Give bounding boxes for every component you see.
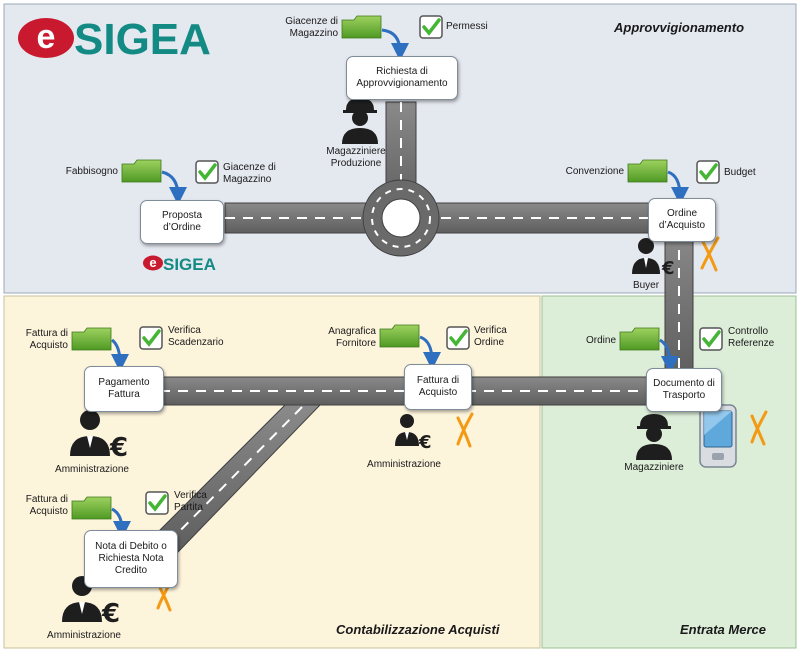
- role-label-magazziniere-produzione: Magazziniere Produzione: [326, 146, 386, 169]
- folder-icon-fattura-2: [71, 496, 112, 520]
- businessman-icons: € € € €: [62, 238, 675, 629]
- handheld-device-icon: [699, 404, 737, 468]
- svg-text:€: €: [418, 432, 432, 453]
- svg-text:SIGEA: SIGEA: [74, 15, 211, 62]
- zone-title-contabilizzazione: Contabilizzazione Acquisti: [336, 622, 500, 637]
- cross-icon-documento: [750, 410, 768, 446]
- zone-title-approvvigionamento: Approvvigionamento: [614, 20, 745, 35]
- node-fattura-acquisto[interactable]: Fattura di Acquisto: [404, 364, 472, 410]
- check-label-partita: Verifica Partita: [174, 490, 207, 513]
- node-documento-trasporto[interactable]: Documento di Trasporto: [646, 368, 722, 412]
- check-icon-verifica-ordine: [446, 326, 470, 350]
- node-nota-debito[interactable]: Nota di Debito o Richiesta Nota Credito: [84, 530, 178, 588]
- check-icon-permessi: [419, 15, 443, 39]
- folder-icon-giacenze: [341, 15, 382, 39]
- businessman-euro-icon-buyer: €: [632, 238, 675, 279]
- cross-icon-ordine: [700, 236, 720, 272]
- input-label-fabbisogno: Fabbisogno: [65, 166, 118, 177]
- businessman-euro-icon-amministrazione-3: €: [62, 576, 120, 629]
- esigea-logo-small: e SIGEA: [143, 255, 216, 272]
- flow-arrows: [110, 28, 689, 539]
- check-label-referenze: Controllo Referenze: [728, 326, 775, 349]
- check-icon-partita: [145, 491, 169, 515]
- folder-icon-fabbisogno: [121, 159, 162, 183]
- input-label-convenzione: Convenzione: [565, 166, 624, 177]
- folder-icon-ordine: [619, 327, 660, 351]
- svg-text:€: €: [109, 433, 128, 463]
- businessman-euro-icon-amministrazione-1: €: [70, 410, 128, 463]
- folder-icons: [71, 15, 668, 520]
- worker-icons: [342, 98, 672, 460]
- check-label-permessi: Permessi: [446, 21, 488, 32]
- input-label-fattura-2: Fattura di Acquisto: [25, 494, 68, 517]
- esigea-logo: e SIGEA: [18, 15, 211, 62]
- svg-text:€: €: [101, 599, 120, 629]
- check-label-verifica-ordine: Verifica Ordine: [474, 325, 507, 348]
- check-icon-scadenzario: [139, 326, 163, 350]
- role-label-amministrazione-2: Amministrazione: [367, 459, 441, 470]
- svg-text:e: e: [149, 255, 156, 270]
- check-icon-budget: [696, 160, 720, 184]
- node-pagamento-fattura[interactable]: Pagamento Fattura: [84, 366, 164, 412]
- svg-text:€: €: [661, 258, 675, 279]
- role-label-magazziniere: Magazziniere: [624, 462, 684, 473]
- node-proposta-ordine[interactable]: Proposta d’Ordine: [140, 200, 224, 244]
- folder-icon-fattura-1: [71, 327, 112, 351]
- zone-contabilizzazione-bg: [3, 295, 541, 649]
- role-label-buyer: Buyer: [632, 280, 660, 291]
- check-label-scadenzario: Verifica Scadenzario: [168, 325, 224, 348]
- road-network: [149, 101, 694, 553]
- check-icons: [139, 15, 723, 515]
- businessman-euro-icon-amministrazione-2: €: [395, 414, 432, 453]
- check-label-budget: Budget: [724, 167, 756, 178]
- svg-text:SIGEA: SIGEA: [163, 255, 216, 272]
- role-label-amministrazione-1: Amministrazione: [55, 464, 129, 475]
- svg-text:e: e: [37, 18, 56, 56]
- node-ordine-acquisto[interactable]: Ordine d’Acquisto: [648, 198, 716, 242]
- check-label-giacenze: Giacenze di Magazzino: [223, 162, 276, 185]
- input-label-fattura-1: Fattura di Acquisto: [25, 328, 68, 351]
- input-label-ordine: Ordine: [585, 335, 616, 346]
- folder-icon-anagrafica: [379, 324, 420, 348]
- check-icon-referenze: [699, 327, 723, 351]
- cross-icon-fattura: [456, 412, 474, 448]
- hardhat-worker-icon-produzione: [342, 98, 378, 144]
- input-label-giacenze: Giacenze di Magazzino: [285, 16, 338, 39]
- zone-title-entrata-merce: Entrata Merce: [680, 622, 766, 637]
- role-label-amministrazione-3: Amministrazione: [47, 630, 121, 641]
- node-richiesta-approvvigionamento[interactable]: Richiesta di Approvvigionamento: [346, 56, 458, 100]
- folder-icon-convenzione: [627, 159, 668, 183]
- check-icon-giacenze: [195, 160, 219, 184]
- input-label-anagrafica: Anagrafica Fornitore: [328, 326, 376, 349]
- hardhat-worker-icon-magazziniere: [636, 414, 672, 460]
